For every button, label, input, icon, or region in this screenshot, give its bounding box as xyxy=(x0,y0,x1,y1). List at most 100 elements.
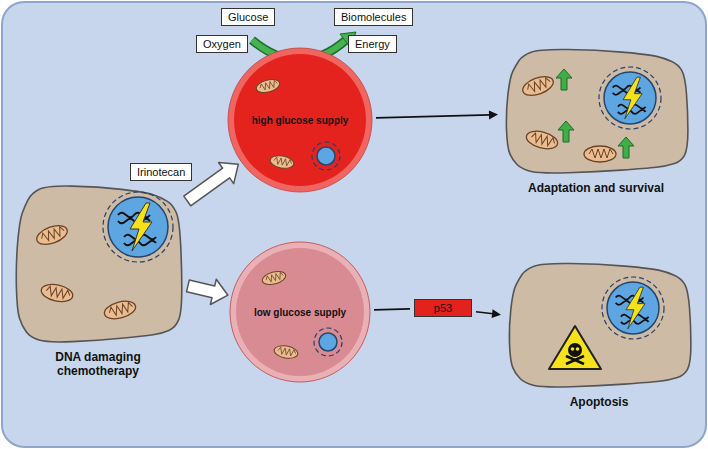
drawing-shape xyxy=(34,222,70,248)
drawing-shape xyxy=(108,302,134,317)
drawing-shape xyxy=(613,77,646,119)
drawing-shape xyxy=(314,328,342,356)
drawing-shape xyxy=(621,320,649,324)
drawing-shape xyxy=(602,277,664,339)
cell-drawing xyxy=(502,48,690,176)
box-label: Glucose xyxy=(228,11,268,23)
drawing-shape xyxy=(558,121,574,142)
drawing-shape xyxy=(130,203,152,251)
drawing-shape xyxy=(616,287,649,329)
drawing-shape xyxy=(312,142,340,170)
drawing-shape xyxy=(118,203,156,251)
drawing-shape xyxy=(618,110,646,114)
drawing-shape xyxy=(576,347,580,351)
circle-label: low glucose supply xyxy=(230,307,370,318)
drawing-shape xyxy=(530,132,556,147)
drawing-shape xyxy=(103,192,173,262)
drawing-shape xyxy=(40,282,75,304)
connector-line xyxy=(374,309,410,310)
drawing-shape xyxy=(506,49,688,173)
drawing-shape xyxy=(40,282,75,304)
label-box: Biomolecules xyxy=(334,8,413,26)
drawing-shape xyxy=(255,77,281,95)
supply-circle: high glucose supply xyxy=(228,48,372,192)
drawing-shape xyxy=(273,344,299,360)
cell-drawing xyxy=(505,262,693,390)
drawing-shape xyxy=(566,356,584,364)
drawing-shape xyxy=(273,157,292,167)
drawing-shape xyxy=(549,326,601,369)
drawing-shape xyxy=(45,286,70,300)
drawing-shape xyxy=(269,154,295,170)
drawing-shape xyxy=(261,269,287,287)
hollow-arrow xyxy=(187,279,228,304)
box-label: Energy xyxy=(355,38,390,50)
drawing-shape xyxy=(549,326,601,369)
box-label: Biomolecules xyxy=(341,11,406,23)
drawing-shape xyxy=(228,48,372,192)
drawing-shape xyxy=(584,146,616,162)
drawing-shape xyxy=(520,73,556,99)
drawing-shape xyxy=(319,333,337,351)
drawing-shape xyxy=(261,269,287,287)
drawing-shape xyxy=(604,72,656,124)
box-label: Irinotecan xyxy=(137,166,185,178)
drawing-shape xyxy=(524,128,559,152)
drawing-shape xyxy=(102,298,137,322)
drawing-shape xyxy=(618,137,634,158)
drawing-shape xyxy=(623,77,642,119)
drawing-shape xyxy=(568,343,582,357)
arrowhead xyxy=(489,110,498,119)
drawing-shape xyxy=(255,77,281,95)
arrowhead xyxy=(492,309,501,318)
supply-circle: low glucose supply xyxy=(230,242,370,382)
drawing-shape xyxy=(599,67,661,129)
box-label: p53 xyxy=(434,302,452,314)
cell-illustration: Adaptation and survival xyxy=(502,48,690,176)
label-box: Oxygen xyxy=(196,35,248,53)
drawing-shape xyxy=(520,73,556,99)
label-box: Irinotecan xyxy=(130,163,192,181)
drawing-shape xyxy=(34,222,70,248)
drawing-shape xyxy=(526,77,552,94)
cell-label: Apoptosis xyxy=(499,395,699,409)
drawing-shape xyxy=(599,67,661,129)
drawing-shape xyxy=(124,241,156,246)
connector-line xyxy=(476,312,493,314)
drawing-shape xyxy=(103,192,173,262)
drawing-shape xyxy=(556,69,572,90)
drawing-shape xyxy=(584,146,616,162)
box-label: Oxygen xyxy=(203,38,241,50)
drawing-shape xyxy=(607,282,659,334)
drawing-shape xyxy=(273,344,299,360)
drawing-shape xyxy=(602,277,664,339)
drawing-shape xyxy=(40,226,66,243)
cell-illustration: Apoptosis xyxy=(505,262,693,390)
drawing-shape xyxy=(265,272,284,283)
label-box: Energy xyxy=(348,35,397,53)
drawing-shape xyxy=(259,80,278,91)
drawing-shape xyxy=(108,197,168,257)
drawing-shape xyxy=(317,147,335,165)
connector-line xyxy=(376,115,490,118)
cell-label: Adaptation and survival xyxy=(496,181,696,195)
cell-label: DNA damaging chemotherapy xyxy=(28,350,168,379)
drawing-shape xyxy=(269,154,295,170)
drawing-shape xyxy=(230,242,370,382)
cell-drawing xyxy=(12,185,184,345)
cell-illustration: DNA damaging chemotherapy xyxy=(12,185,184,345)
drawing-shape xyxy=(509,263,691,387)
drawing-shape xyxy=(314,328,342,356)
drawing-shape xyxy=(626,287,645,329)
label-box: p53 xyxy=(414,299,472,317)
drawing-shape xyxy=(589,149,613,158)
drawing-shape xyxy=(102,298,137,322)
drawing-shape xyxy=(312,142,340,170)
label-box: Glucose xyxy=(221,8,275,26)
drawing-shape xyxy=(277,347,296,357)
circle-label: high glucose supply xyxy=(228,115,372,126)
drawing-shape xyxy=(566,356,584,364)
drawing-shape xyxy=(16,186,182,342)
